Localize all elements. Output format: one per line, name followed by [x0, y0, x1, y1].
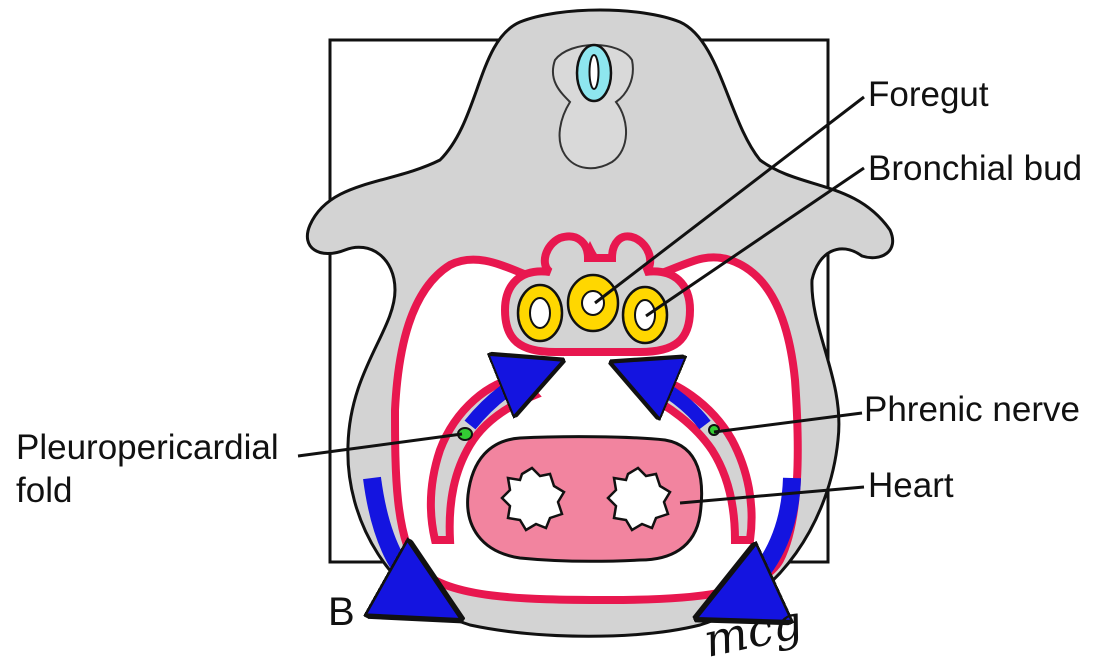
- foregut-lumen: [582, 291, 604, 315]
- panel-letter: B: [328, 590, 355, 634]
- phrenic-nerve-label: Phrenic nerve: [864, 390, 1080, 429]
- right-phrenic-nerve: [709, 425, 719, 435]
- neural-canal: [590, 55, 599, 89]
- left-bronchial-bud-lumen: [530, 298, 550, 328]
- bronchial-bud-label: Bronchial bud: [868, 149, 1082, 188]
- foregut-label: Foregut: [868, 75, 989, 114]
- heart-label: Heart: [868, 466, 954, 505]
- pleuropericardial-label-line2: fold: [16, 471, 72, 510]
- right-bronchial-bud-lumen: [635, 300, 655, 330]
- pleuropericardial-label-line1: Pleuropericardial: [16, 428, 279, 467]
